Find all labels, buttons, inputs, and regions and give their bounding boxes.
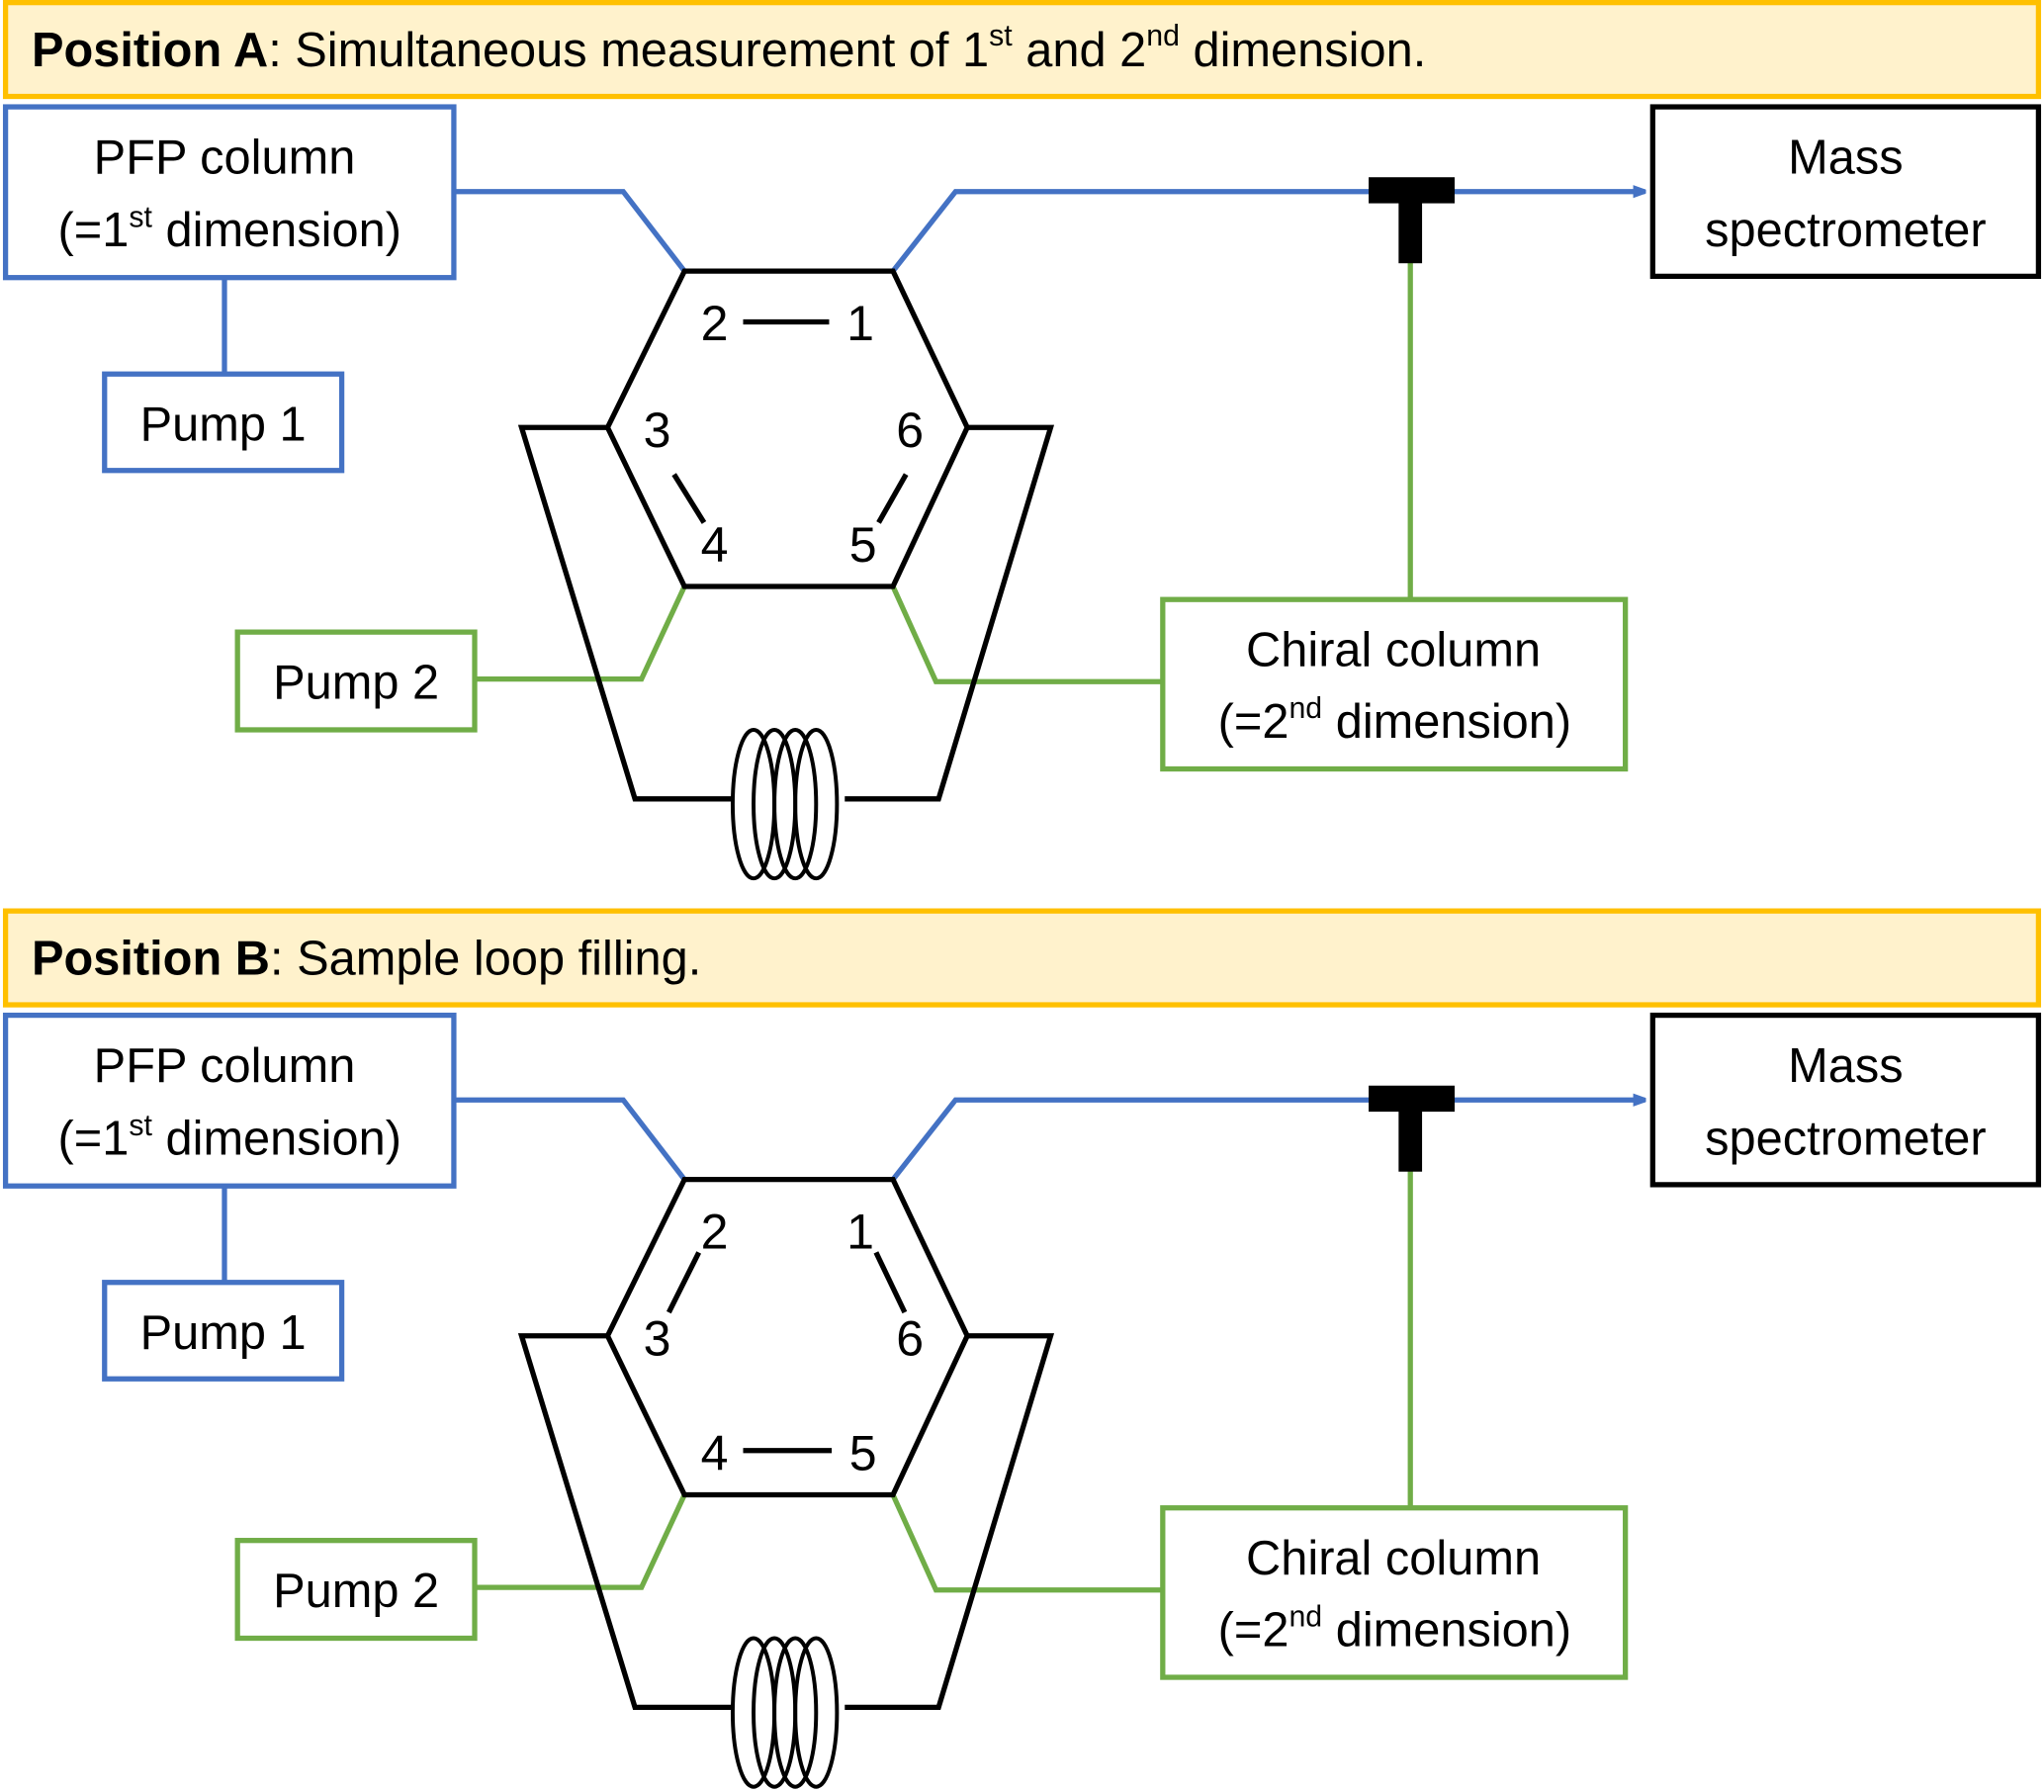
valve-to-chiral-line — [890, 1493, 1163, 1593]
header-banner — [2, 0, 2042, 100]
port-1-label: 1 — [846, 1204, 874, 1259]
pfp-to-valve-line — [453, 1097, 687, 1182]
panel-position-a: Position A: Simultaneous measurement of … — [2, 0, 2042, 881]
pump1-label: Pump 1 — [140, 1306, 307, 1360]
mass-spectrometer-box — [1649, 1012, 2042, 1188]
pump2-label: Pump 2 — [273, 1565, 439, 1618]
header-title: Position B: Sample loop filling. — [32, 933, 701, 986]
labels-ms_line2: spectrometer — [1705, 1113, 1986, 1166]
panels-1-header-text1: : Sample loop filling. — [270, 933, 701, 986]
labels-ms_line2: spectrometer — [1705, 204, 1986, 257]
labels-pump2: Pump 2 — [273, 656, 439, 709]
port-5-label: 5 — [849, 517, 877, 573]
labels-pfp_line1: PFP column — [94, 131, 356, 184]
labels-chiral_line1: Chiral column — [1246, 1532, 1541, 1585]
labels-chiral_line1: Chiral column — [1246, 623, 1541, 676]
pump1-label: Pump 1 — [140, 398, 307, 451]
pump2-line — [475, 584, 687, 682]
sample-loop-left — [517, 424, 733, 802]
labels-chiral_line2_post: dimension) — [1322, 695, 1571, 749]
labels-pfp_line2_sup: st — [129, 1110, 152, 1142]
chiral-label-line1: Chiral column — [1246, 1532, 1541, 1585]
pfp-column-box — [2, 1012, 457, 1189]
sample-loop-coil — [793, 728, 840, 881]
labels-pfp_line2_pre: (=1 — [58, 204, 130, 257]
labels-pump1: Pump 1 — [140, 398, 307, 451]
labels-chiral_line2_post: dimension) — [1322, 1603, 1571, 1657]
port-5-label: 5 — [849, 1425, 877, 1480]
pfp-label-line1: PFP column — [94, 131, 356, 184]
header-banner — [2, 908, 2042, 1008]
labels-chiral_line2_sup: nd — [1289, 1601, 1322, 1634]
sample-loop-coil — [772, 728, 819, 881]
sample-loop-left — [517, 1333, 733, 1710]
valve-to-ms-line — [890, 192, 1644, 273]
mass-spectrometer-box — [1649, 104, 2042, 280]
pfp-label-line2: (=1st dimension) — [58, 201, 401, 257]
valve-to-chiral-line — [890, 584, 1163, 684]
labels-pfp_line2_post: dimension) — [152, 1113, 401, 1166]
labels-chiral_line2_pre: (=2 — [1218, 1603, 1289, 1657]
valve-to-ms-line — [890, 1100, 1644, 1182]
pump2-box — [234, 629, 478, 733]
labels-pfp_line1: PFP column — [94, 1039, 356, 1093]
port-4-label: 4 — [701, 1425, 729, 1480]
ms-label-line1: Mass — [1788, 131, 1903, 184]
port-1-label: 1 — [846, 296, 874, 351]
pump1-box — [102, 1280, 345, 1382]
port-2-label: 2 — [701, 1204, 729, 1259]
header-title: Position A: Simultaneous measurement of … — [32, 20, 1426, 77]
chiral-label-line2: (=2nd dimension) — [1218, 1601, 1572, 1658]
panels-0-header-text1: : Simultaneous measurement of 1 — [268, 24, 989, 77]
sample-loop-coil — [793, 1636, 840, 1789]
pump1-box — [102, 371, 345, 474]
pump2-box — [234, 1538, 478, 1642]
pfp-column-box — [2, 104, 457, 281]
port-6-label: 6 — [896, 403, 924, 458]
labels-ms_line1: Mass — [1788, 1039, 1903, 1093]
ms-label-line2: spectrometer — [1705, 204, 1986, 257]
ms-label-line2: spectrometer — [1705, 1113, 1986, 1166]
tee-connector-stem — [1398, 1104, 1423, 1172]
port-2-label: 2 — [701, 296, 729, 351]
labels-chiral_line2_sup: nd — [1289, 692, 1322, 725]
labels-ms_line1: Mass — [1788, 131, 1903, 184]
port-3-label: 3 — [644, 403, 671, 458]
labels-pump2: Pump 2 — [273, 1565, 439, 1618]
labels-pfp_line2_sup: st — [129, 201, 152, 233]
pfp-label-line1: PFP column — [94, 1039, 356, 1093]
chiral-label-line2: (=2nd dimension) — [1218, 692, 1572, 749]
labels-pfp_line2_pre: (=1 — [58, 1113, 130, 1166]
sample-loop-coil — [772, 1636, 819, 1789]
valve-connection-2-3 — [667, 1251, 702, 1314]
port-6-label: 6 — [896, 1311, 924, 1367]
panels-0-header-bold: Position A — [32, 24, 268, 77]
valve-connection-6-5 — [876, 473, 909, 524]
ms-label-line1: Mass — [1788, 1039, 1903, 1093]
tee-connector-stem — [1398, 195, 1423, 264]
valve-connection-3-4 — [671, 473, 707, 524]
chiral-label-line1: Chiral column — [1246, 623, 1541, 676]
labels-pump1: Pump 1 — [140, 1306, 307, 1360]
labels-chiral_line2_pre: (=2 — [1218, 695, 1289, 749]
chiral-column-box — [1160, 596, 1629, 772]
panels-1-header-bold: Position B — [32, 933, 270, 986]
labels-pfp_line2_post: dimension) — [152, 204, 401, 257]
valve-connection-1-6 — [873, 1251, 908, 1314]
pfp-label-line2: (=1st dimension) — [58, 1110, 401, 1166]
pump2-label: Pump 2 — [273, 656, 439, 709]
port-4-label: 4 — [701, 517, 729, 573]
panels-0-header-text2: and 2 — [1013, 24, 1147, 77]
panels-0-header-sup1: st — [989, 20, 1013, 52]
pfp-to-valve-line — [453, 189, 687, 273]
panels-0-header-text3: dimension. — [1180, 24, 1426, 77]
chiral-column-box — [1160, 1505, 1629, 1680]
panels-0-header-sup2: nd — [1146, 20, 1180, 52]
sample-loop-right — [844, 1333, 1055, 1710]
pump2-line — [475, 1493, 687, 1590]
sample-loop-right — [844, 424, 1055, 802]
port-3-label: 3 — [644, 1311, 671, 1367]
